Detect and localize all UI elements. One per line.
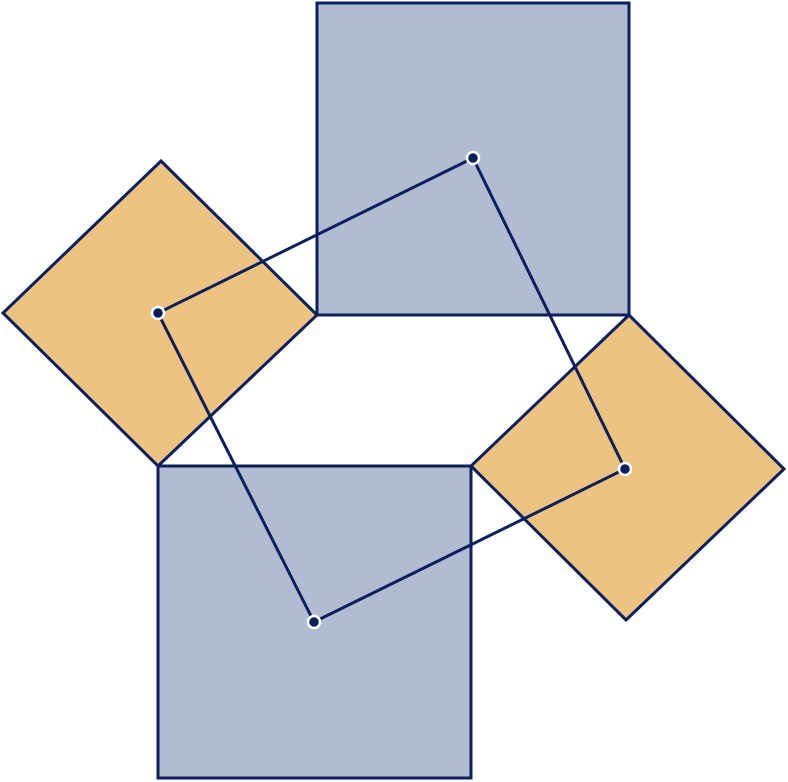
vertex-left [150,305,166,321]
vertex-right [617,461,633,477]
vertex-top [465,150,481,166]
vertex-bottom [306,614,322,630]
